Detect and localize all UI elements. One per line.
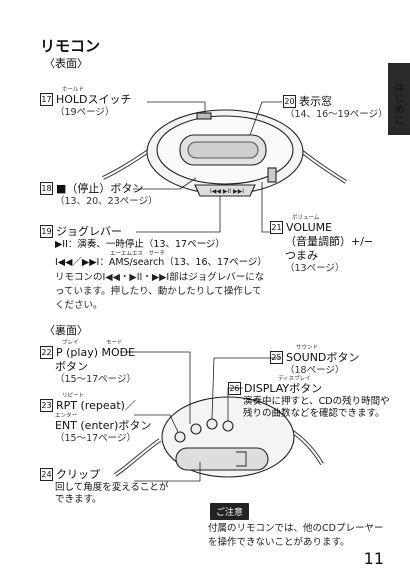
page-number: 11	[363, 549, 384, 568]
callout-24-line3: できます。	[55, 494, 102, 505]
callout-21-ref: （13ページ）	[285, 263, 345, 274]
callout-26-number: 26	[228, 382, 241, 395]
callout-25-label: SOUNDボタン	[286, 351, 360, 364]
caution-text: 付属のリモコンでは、他のCDプレーヤーを操作できないことがあります。	[208, 523, 384, 548]
callout-22-ref: （15〜17ページ）	[55, 374, 136, 385]
callout-23-ruby2: エンター	[55, 413, 78, 419]
callout-20-ref: （14、16〜19ページ）	[285, 109, 388, 120]
remote-back-drawing	[113, 351, 324, 482]
callout-20-label: 表示窓	[299, 95, 332, 108]
callout-18-number: 18	[40, 182, 53, 195]
callout-26-label: DISPLAYボタン	[244, 382, 323, 395]
callout-23-ruby1: リピート	[62, 393, 85, 399]
callout-18-label: ■（停止）ボタン	[56, 182, 144, 195]
callout-23-line2: ENT (enter)ボタン	[55, 419, 152, 432]
callout-21-line2: （音量調節）+/−	[285, 235, 374, 248]
callout-19-number: 19	[40, 225, 53, 238]
callout-25-ref: （18ページ）	[285, 365, 345, 376]
callout-22-number: 22	[40, 346, 53, 359]
svg-text:I◀◀ ▶II ▶▶I: I◀◀ ▶II ▶▶I	[210, 188, 244, 195]
page-title: リモコン	[40, 37, 101, 55]
callout-17-number: 17	[40, 93, 53, 106]
callout-21-line3: つまみ	[285, 249, 318, 262]
callout-24-label: クリップ	[56, 468, 100, 481]
callout-19-label: ジョグレバー	[56, 225, 122, 238]
callout-26-ruby: ディスプレイ	[278, 376, 311, 382]
remote-front-drawing: I◀◀ ▶II ▶▶I	[102, 101, 348, 233]
callout-20-number: 20	[283, 95, 296, 108]
callout-19-line1: ▶II：演奏、一時停止（13、17ページ）	[55, 239, 225, 250]
section-front: 〈表面〉	[44, 57, 88, 70]
callout-17-ref: （19ページ）	[55, 107, 115, 118]
callout-19-line2: I◀◀／▶▶I：AMS/search（13、16、17ページ）	[55, 257, 267, 268]
callout-19-note: リモコンのI◀◀・▶II・▶▶I部はジョグレバーになっています。押したり、動かし…	[55, 272, 265, 311]
callout-21-ruby: ボリューム	[292, 215, 320, 221]
callout-25-number: 25	[270, 351, 283, 364]
callout-24-line2: 回して角度を変えることが	[55, 482, 169, 493]
callout-26-line3: 残りの曲数などを確認できます。	[243, 408, 385, 419]
callout-25-ruby: サウンド	[296, 345, 319, 351]
callout-22-line2: ボタン	[55, 360, 88, 373]
callout-22-label: P (play) MODE	[56, 346, 136, 359]
callout-21-label: VOLUME	[286, 221, 333, 234]
caution-label: ご注意	[210, 503, 250, 520]
callout-24-number: 24	[40, 468, 53, 481]
callout-26-line2: 演奏中に押すと、CDの残り時間や	[243, 396, 390, 407]
callout-17-label: HOLDスイッチ	[56, 93, 132, 106]
callout-18-ref: （13、20、23ページ）	[55, 196, 158, 207]
callout-23-number: 23	[40, 399, 53, 412]
callout-21-number: 21	[270, 221, 283, 234]
callout-19-ruby: エーエムエス サーチ	[110, 251, 166, 257]
callout-17-ruby: ホールド	[62, 87, 85, 93]
callout-22-ruby: プレイ モード	[62, 340, 123, 346]
callout-23-ref: （15〜17ページ）	[55, 433, 136, 444]
chapter-tab-label: はじめに	[392, 82, 403, 126]
callout-18: 18■（停止）ボタン （13、20、23ページ）	[40, 182, 158, 208]
section-back: 〈裏面〉	[44, 324, 88, 337]
callout-23-label: RPT (repeat)／	[56, 399, 136, 412]
chapter-tab	[388, 63, 410, 135]
